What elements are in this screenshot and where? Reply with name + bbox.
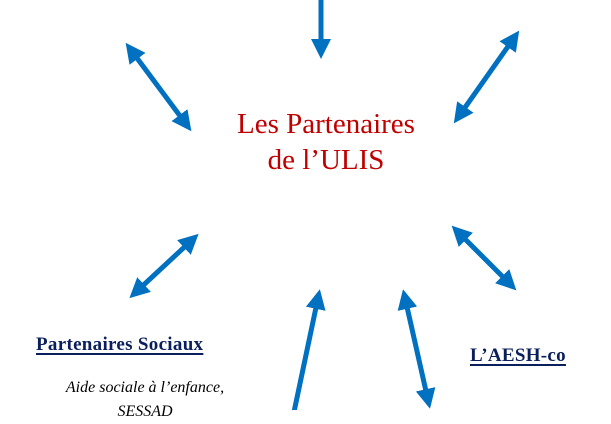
heading-aesh-co: L’AESH-co: [470, 345, 566, 366]
arrow-upper-left: [125, 42, 192, 132]
description-partenaires-sociaux: Aide sociale à l’enfance, SESSAD: [40, 376, 250, 424]
arrow-bottom-right: [397, 289, 436, 409]
title-line-2: de l’ULIS: [267, 144, 385, 176]
arrows-layer: [125, 0, 520, 410]
arrow-upper-right: [453, 30, 520, 124]
arrow-lower-right: [451, 225, 517, 291]
description-line: Aide sociale à l’enfance,: [65, 379, 225, 396]
title-line-1: Les Partenaires: [237, 108, 415, 140]
diagram-title: Les Partenaires de l’ULIS: [196, 106, 456, 178]
arrow-bottom-left: [291, 289, 326, 410]
description-line: SESSAD: [117, 403, 173, 420]
heading-partenaires-sociaux: Partenaires Sociaux: [36, 334, 204, 355]
arrow-lower-left: [129, 233, 199, 299]
